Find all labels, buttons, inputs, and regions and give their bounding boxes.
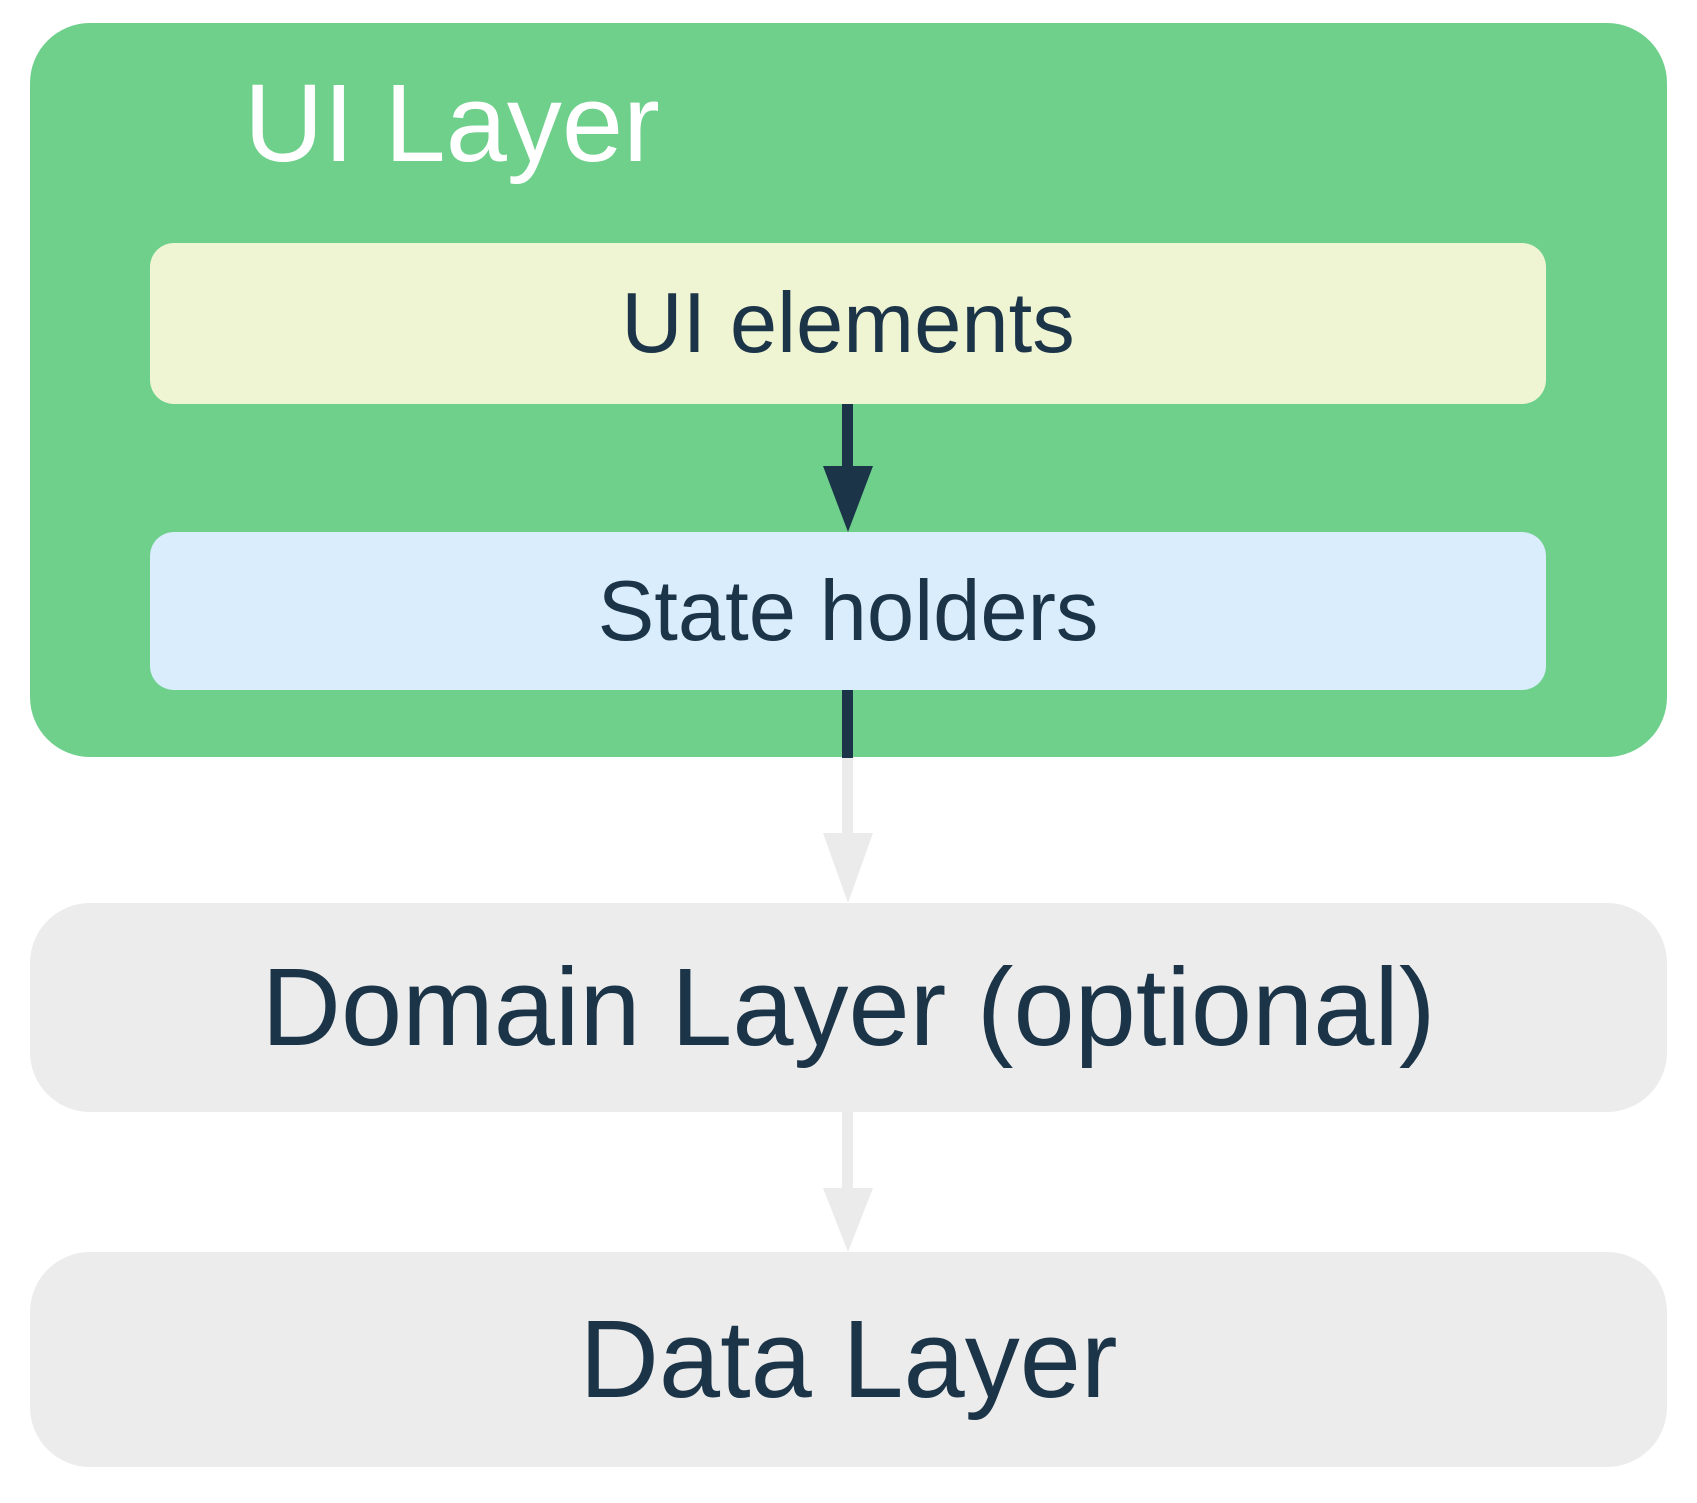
arrow-down-icon xyxy=(823,1188,873,1252)
state-holders-node: State holders xyxy=(150,532,1546,690)
ui-elements-label: UI elements xyxy=(621,276,1075,371)
arrow-shaft xyxy=(842,690,853,758)
domain-layer-label: Domain Layer (optional) xyxy=(261,945,1436,1069)
arrow-down-icon xyxy=(823,833,873,903)
arrow-down-icon xyxy=(823,466,873,532)
arrow-shaft xyxy=(842,1112,853,1190)
arrow-shaft xyxy=(842,758,853,835)
state-holders-label: State holders xyxy=(597,563,1099,659)
ui-elements-node: UI elements xyxy=(150,243,1546,404)
ui-layer-group: UI Layer UI elements State holders xyxy=(30,23,1667,757)
domain-layer-node: Domain Layer (optional) xyxy=(30,903,1667,1112)
ui-layer-title: UI Layer xyxy=(244,62,660,185)
data-layer-node: Data Layer xyxy=(30,1252,1667,1467)
arrow-shaft xyxy=(842,404,853,468)
data-layer-label: Data Layer xyxy=(579,1297,1118,1421)
